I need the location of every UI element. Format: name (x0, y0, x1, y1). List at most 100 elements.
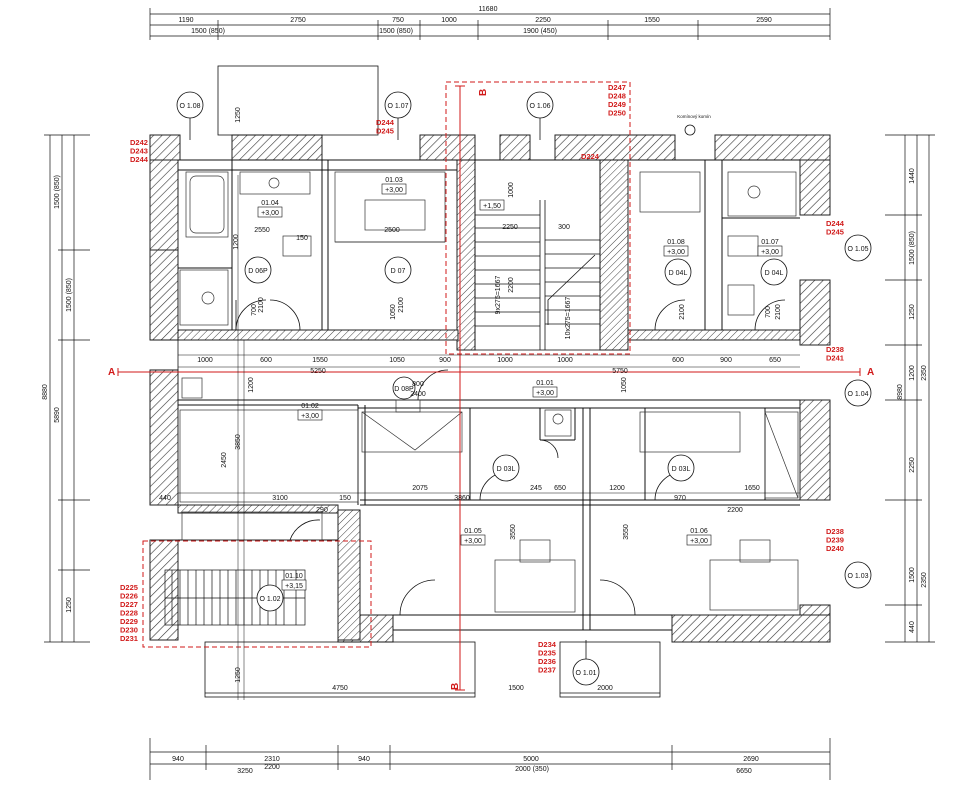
window-tag: O 1.06 (529, 103, 550, 110)
inner-dim: 900 (439, 357, 451, 364)
inner-dim: 150 (339, 495, 351, 502)
room-id: 01.06 (690, 528, 708, 535)
left-dim: 8880 (42, 384, 49, 400)
window-tag: O 1.04 (847, 391, 868, 398)
red-code-line: D229 (120, 617, 138, 626)
bottom-dim: 2000 (350) (515, 766, 549, 773)
inner-dim: 245 (530, 485, 542, 492)
inner-dim: 9x275=1667 (495, 276, 502, 315)
right-dimension-lines (885, 134, 935, 643)
bottom-dim: 5000 (523, 756, 539, 763)
inner-dim: 2200 (508, 277, 515, 293)
top-dim: 1500 (850) (379, 28, 413, 35)
inner-dim: 1200 (609, 485, 625, 492)
inner-dim: 1050 (390, 304, 397, 320)
room-id: 01.05 (464, 528, 482, 535)
right-dim: 1500 (909, 567, 916, 583)
room-level: +3,00 (667, 249, 685, 256)
red-code-line: D227 (120, 600, 138, 609)
window-tag: O 1.07 (387, 103, 408, 110)
inner-dim: 650 (554, 485, 566, 492)
red-code-text: D238 (826, 527, 844, 536)
inner-dim: 1650 (744, 485, 760, 492)
room-level: +3,00 (690, 538, 708, 545)
window-tags (176, 91, 872, 686)
red-code-n3: D224 (581, 152, 600, 161)
red-code-text: D244 (826, 219, 845, 228)
inner-dim: 700 (765, 306, 772, 318)
top-dim: 2590 (756, 17, 772, 24)
inner-dim: 2250 (502, 224, 518, 231)
top-dim: 2250 (535, 17, 551, 24)
top-dimension-lines (149, 8, 831, 40)
right-dim: 8980 (897, 384, 904, 400)
chimney-label: Komínový komín (677, 114, 711, 119)
inner-dim: 2400 (410, 391, 426, 398)
section-label-a-right: A (867, 367, 874, 378)
inner-dim: 3550 (623, 524, 630, 540)
top-dim: 2750 (290, 17, 306, 24)
bottom-inner-dim: 1050 (621, 377, 628, 393)
stair-level: +1,50 (483, 203, 501, 210)
bottom-dim: 2690 (743, 756, 759, 763)
room-level: +3,00 (385, 187, 403, 194)
room-level: +3,00 (536, 390, 554, 397)
red-code-line: D245 (376, 127, 394, 136)
inner-dim: 1000 (508, 182, 515, 198)
inner-dim: 5250 (310, 368, 326, 375)
inner-dim: 2100 (398, 297, 405, 313)
room-id: 01.08 (667, 239, 685, 246)
inner-dim: 2100 (679, 304, 686, 320)
inner-dim: 300 (558, 224, 570, 231)
red-code-line: D235 (538, 649, 556, 658)
left-dim: 5890 (54, 407, 61, 423)
red-code-text: D244 (376, 118, 395, 127)
inner-dim: 600 (672, 357, 684, 364)
inner-dim: 800 (412, 381, 424, 388)
right-dim: 1200 (909, 365, 916, 381)
right-dim: 1250 (909, 304, 916, 320)
inner-dimension-lines (178, 175, 800, 700)
bottom-dimension-lines (149, 692, 831, 780)
inner-dim: 2100 (258, 297, 265, 313)
red-code-line: D244 (130, 155, 149, 164)
top-dim: 1500 (850) (191, 28, 225, 35)
red-code-line: D241 (826, 354, 844, 363)
bottom-inner-dim: 2000 (597, 685, 613, 692)
bottom-inner-dim: 4750 (332, 685, 348, 692)
inner-dim: 1000 (497, 357, 513, 364)
right-dim: 440 (909, 621, 916, 633)
bottom-dim: 3250 (237, 768, 253, 775)
inner-dim: 600 (260, 357, 272, 364)
room-level: +3,00 (301, 413, 319, 420)
red-code-line: D231 (120, 634, 138, 643)
bottom-dim: 940 (358, 756, 370, 763)
bottom-dim: 2310 (264, 756, 280, 763)
inner-dim: 3100 (272, 495, 288, 502)
door-tag: D 04L (669, 270, 688, 277)
inner-dim: 5750 (612, 368, 628, 375)
red-code-e2: D238 D241 (826, 345, 846, 363)
inner-dim: 2500 (384, 227, 400, 234)
inner-dim: 3550 (510, 524, 517, 540)
bottom-dim: 2200 (264, 764, 280, 771)
red-code-line: D240 (826, 544, 844, 553)
bottom-inner-dim: 1200 (248, 377, 255, 393)
red-code-line: D248 (608, 92, 626, 101)
top-dim: 1000 (441, 17, 457, 24)
right-dim: 2250 (909, 457, 916, 473)
bottom-dim: 6650 (736, 768, 752, 775)
door-tag: D 03L (672, 466, 691, 473)
room-level: +3,00 (761, 249, 779, 256)
bottom-inner-dim: 2450 (221, 452, 228, 468)
furniture (179, 171, 799, 613)
room-id: 01.07 (761, 239, 779, 246)
inner-dim: 1050 (389, 357, 405, 364)
right-dim: 2350 (921, 365, 928, 381)
outer-outlines (150, 65, 661, 698)
right-dim: 1500 (850) (909, 231, 916, 265)
inner-dim: 650 (769, 357, 781, 364)
